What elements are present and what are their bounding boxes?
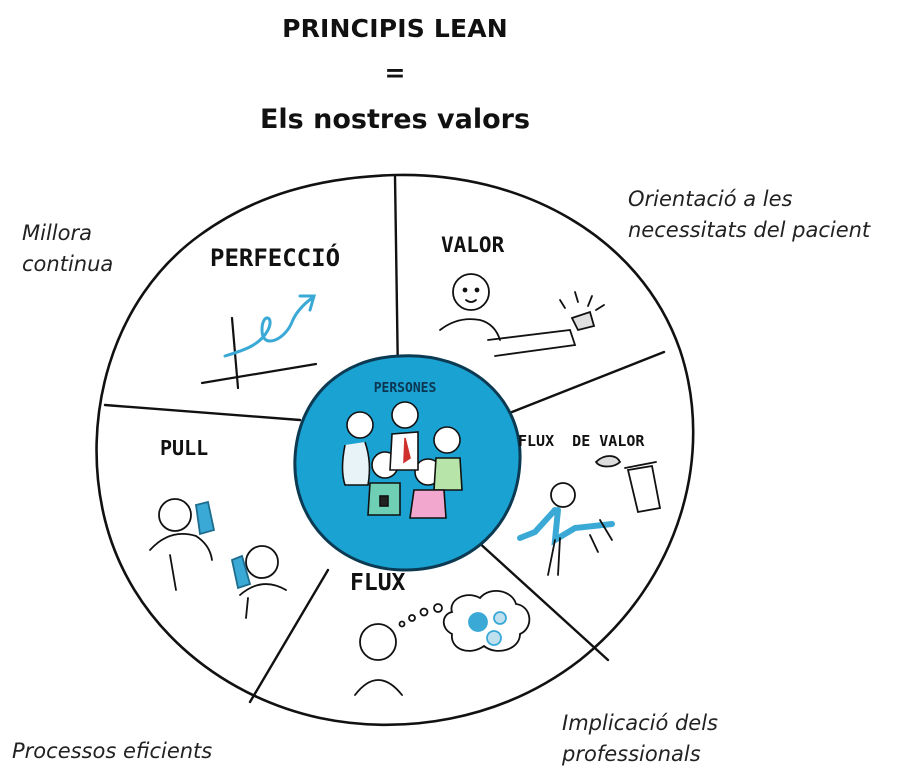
note-bottom-right-line-1: Implicació dels [562, 711, 718, 735]
note-bottom-left: Processos eficients [12, 736, 212, 767]
segment-label-flux-de-valor: FLUX DE VALOR [518, 432, 645, 450]
segment-label-pull: PULL [160, 436, 208, 460]
note-top-left: Millora continua [22, 218, 113, 280]
people-on-phones-icon [149, 498, 287, 619]
outer-wheel [95, 173, 695, 727]
segment-label-valor: VALOR [441, 233, 505, 257]
title-line-1: PRINCIPIS LEAN [282, 14, 508, 43]
note-bottom-right: Implicació dels professionals [562, 708, 718, 770]
segment-label-perfeccio: PERFECCIÓ [210, 242, 340, 272]
note-top-right-line-2: necessitats del pacient [628, 218, 871, 242]
note-top-right-line-1: Orientació a les [628, 187, 793, 211]
person-kicking-waste-icon [517, 455, 662, 576]
title-equals: = [384, 58, 406, 87]
note-top-left-line-2: continua [22, 252, 114, 276]
person-giving-gift-icon [439, 273, 605, 357]
center-label: PERSONES [374, 381, 437, 396]
note-bottom-right-line-2: professionals [562, 742, 701, 766]
segment-dividers [103, 174, 666, 704]
note-bottom-left-line-1: Processos eficients [12, 739, 213, 763]
segment-label-flux: FLUX [350, 570, 406, 596]
note-top-right: Orientació a les necessitats del pacient [628, 184, 870, 246]
note-top-left-line-1: Millora [22, 221, 92, 245]
growth-chart-icon [200, 294, 318, 390]
people-group-icon [341, 401, 463, 519]
center-circle: PERSONES [293, 354, 522, 572]
title-line-3: Els nostres valors [259, 104, 531, 135]
thinking-person-gears-icon [354, 590, 531, 696]
